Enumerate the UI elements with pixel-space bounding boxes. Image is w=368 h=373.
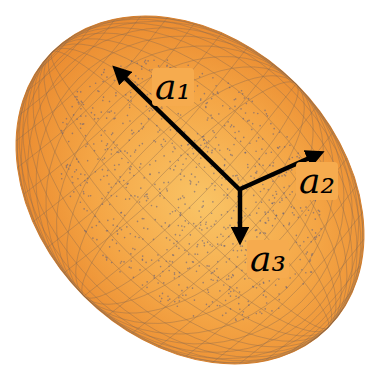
axis-arrows: [119, 72, 316, 236]
axis-label: a₂: [296, 162, 338, 200]
axis-label: a₁: [152, 68, 194, 106]
axis-arrow: [238, 188, 243, 236]
axis-label: a₃: [247, 240, 289, 278]
point-cloud: [7, 6, 368, 371]
